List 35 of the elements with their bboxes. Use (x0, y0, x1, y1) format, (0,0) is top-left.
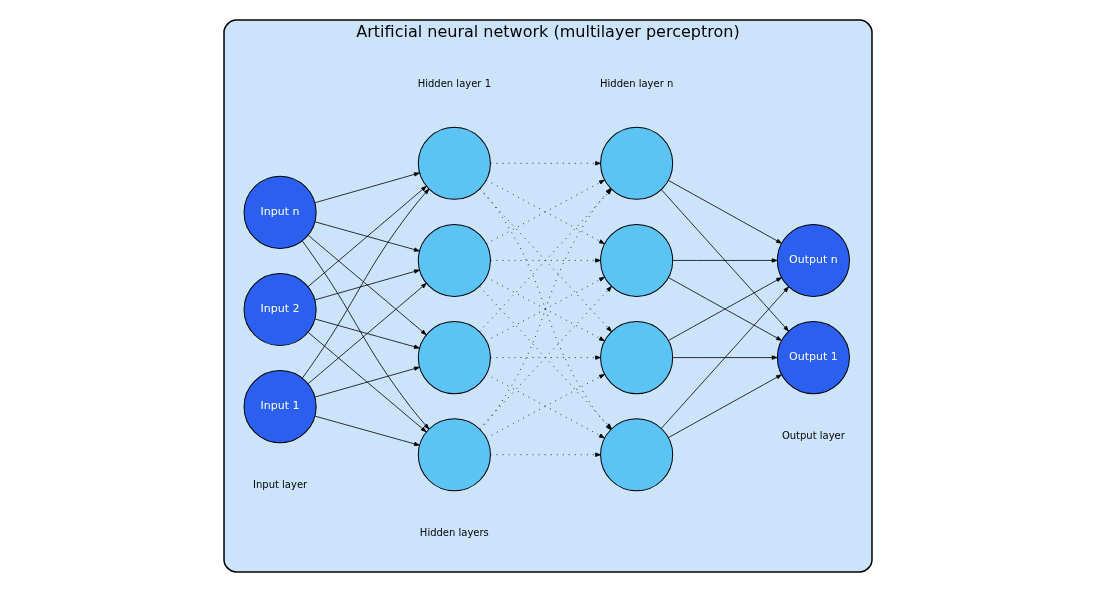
arrow (490, 355, 601, 360)
arrow (308, 235, 427, 336)
node-circle (417, 223, 491, 297)
label: Input layer (253, 479, 308, 491)
arrow (490, 452, 601, 457)
arrow (301, 240, 430, 430)
arrow (485, 276, 605, 342)
arrow (672, 258, 778, 263)
arrow (308, 332, 427, 433)
arrow (661, 189, 789, 332)
arrow (307, 282, 427, 385)
arrow (314, 172, 420, 204)
label: Output layer (781, 430, 845, 442)
arrow (668, 374, 782, 438)
arrow (672, 355, 778, 360)
arrow (490, 258, 601, 263)
node-circle: Input 1 (243, 370, 317, 444)
arrow (485, 179, 605, 245)
label: Hidden layer 1 (417, 77, 492, 89)
arrow (314, 221, 420, 252)
arrow (307, 185, 427, 288)
arrow (301, 188, 430, 379)
label: Hidden layer n (599, 77, 674, 89)
node-circle (417, 126, 491, 200)
arrow (314, 318, 420, 349)
arrow (314, 366, 420, 398)
arrow (490, 161, 601, 166)
arrow (314, 269, 420, 301)
arrow (314, 415, 420, 446)
label: Hidden layers (419, 527, 489, 539)
node-circle: Input 2 (243, 272, 317, 347)
arrow (668, 180, 782, 244)
arrow (668, 277, 782, 341)
node-circle: Input n (243, 175, 317, 249)
arrow (661, 286, 789, 429)
